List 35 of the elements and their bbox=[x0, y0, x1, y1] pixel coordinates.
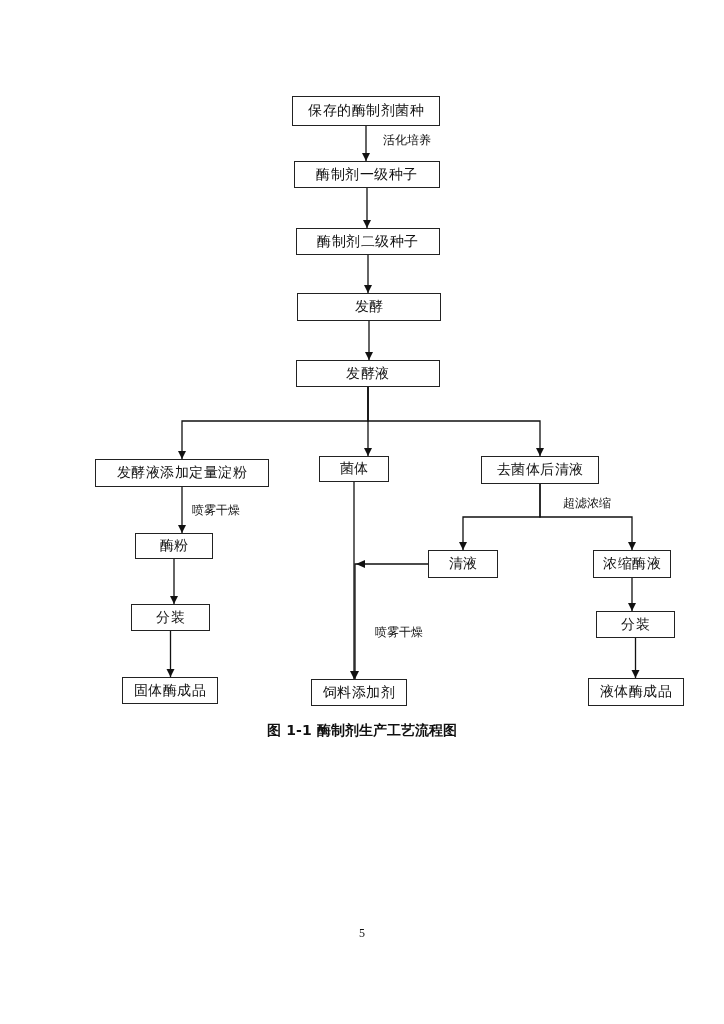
process-box: 去菌体后清液 bbox=[481, 456, 599, 484]
process-box: 酶制剂一级种子 bbox=[294, 161, 440, 188]
arrow bbox=[362, 125, 370, 162]
arrow bbox=[365, 320, 373, 361]
process-box: 分装 bbox=[131, 604, 210, 631]
process-box: 发酵液添加定量淀粉 bbox=[95, 459, 269, 487]
process-box: 分装 bbox=[596, 611, 675, 638]
arrow bbox=[367, 386, 544, 457]
process-box: 保存的酶制剂菌种 bbox=[292, 96, 440, 126]
arrow bbox=[350, 481, 358, 680]
process-box: 发酵 bbox=[297, 293, 441, 321]
process-box: 酶粉 bbox=[135, 533, 213, 559]
arrow bbox=[351, 560, 429, 680]
arrow bbox=[631, 637, 640, 679]
arrow bbox=[364, 254, 372, 294]
process-box: 液体酶成品 bbox=[588, 678, 684, 706]
page-number: 5 bbox=[359, 926, 365, 940]
figure-caption: 图 1-1 酶制剂生产工艺流程图 bbox=[267, 722, 457, 738]
arrow bbox=[628, 577, 636, 612]
edge-label: 超滤浓缩 bbox=[563, 496, 611, 511]
arrow bbox=[539, 483, 636, 551]
arrow bbox=[166, 630, 175, 678]
process-box: 发酵液 bbox=[296, 360, 440, 387]
arrow bbox=[363, 187, 371, 229]
edge-label: 喷雾干燥 bbox=[192, 503, 240, 518]
process-box: 浓缩酶液 bbox=[593, 550, 671, 578]
edge-label: 活化培养 bbox=[383, 133, 431, 148]
process-box: 清液 bbox=[428, 550, 498, 578]
arrow bbox=[178, 486, 186, 534]
process-box: 饲料添加剂 bbox=[311, 679, 407, 706]
process-box: 菌体 bbox=[319, 456, 389, 482]
process-box: 固体酶成品 bbox=[122, 677, 218, 704]
arrow bbox=[170, 558, 178, 605]
edge-label: 喷雾干燥 bbox=[375, 625, 423, 640]
process-box: 酶制剂二级种子 bbox=[296, 228, 440, 255]
